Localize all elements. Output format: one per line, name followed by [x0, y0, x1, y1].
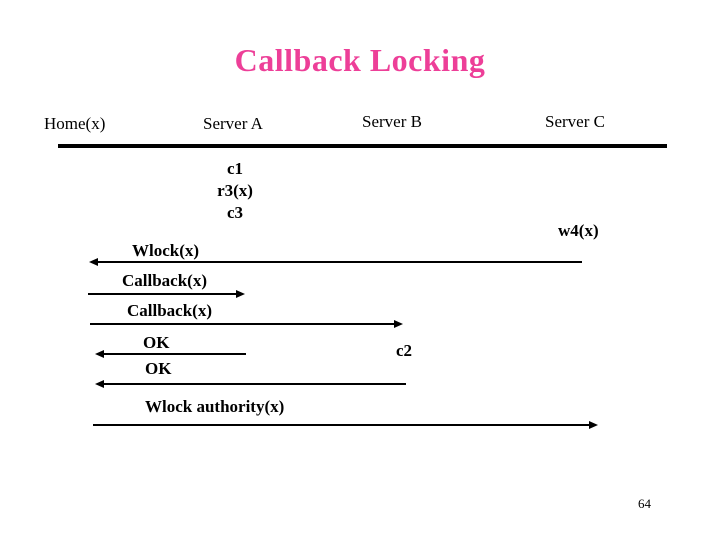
arrow-shaft: [88, 293, 238, 295]
annotation-c1: c1: [226, 159, 244, 178]
message-label-callback-1: Callback(x): [122, 271, 207, 290]
arrow-shaft: [96, 261, 582, 263]
arrow-wlock-authority-right: [93, 421, 598, 429]
annotation-r3x: r3(x): [217, 181, 253, 200]
arrow-shaft: [90, 323, 396, 325]
arrow-head-left-icon: [95, 380, 104, 388]
arrow-head-right-icon: [394, 320, 403, 328]
arrow-callback-1-right: [88, 290, 245, 298]
message-label-ok-1: OK: [143, 333, 170, 352]
arrow-head-left-icon: [89, 258, 98, 266]
arrow-shaft: [102, 383, 406, 385]
arrow-head-right-icon: [236, 290, 245, 298]
annotation-w4x: w4(x): [558, 221, 599, 240]
annotation-c2: c2: [396, 341, 413, 360]
page-number: 64: [638, 496, 651, 511]
slide-title: Callback Locking: [234, 42, 486, 78]
arrow-head-right-icon: [589, 421, 598, 429]
arrow-ok-2-left: [95, 380, 406, 388]
column-header-home: Home(x): [44, 114, 106, 133]
column-header-server-c: Server C: [545, 112, 605, 131]
arrow-head-left-icon: [95, 350, 104, 358]
column-header-server-b: Server B: [362, 112, 422, 131]
arrow-callback-2-right: [90, 320, 403, 328]
arrow-shaft: [102, 353, 246, 355]
arrow-ok-1-left: [95, 350, 246, 358]
arrow-wlock-left: [89, 258, 582, 266]
arrow-shaft: [93, 424, 591, 426]
message-label-callback-2: Callback(x): [127, 301, 212, 320]
message-label-wlock: Wlock(x): [132, 241, 200, 260]
message-label-ok-2: OK: [145, 359, 172, 378]
header-divider-line: [58, 144, 667, 148]
annotation-c3: c3: [226, 203, 244, 222]
message-label-wlock-authority: Wlock authority(x): [145, 397, 285, 416]
column-header-server-a: Server A: [203, 114, 263, 133]
